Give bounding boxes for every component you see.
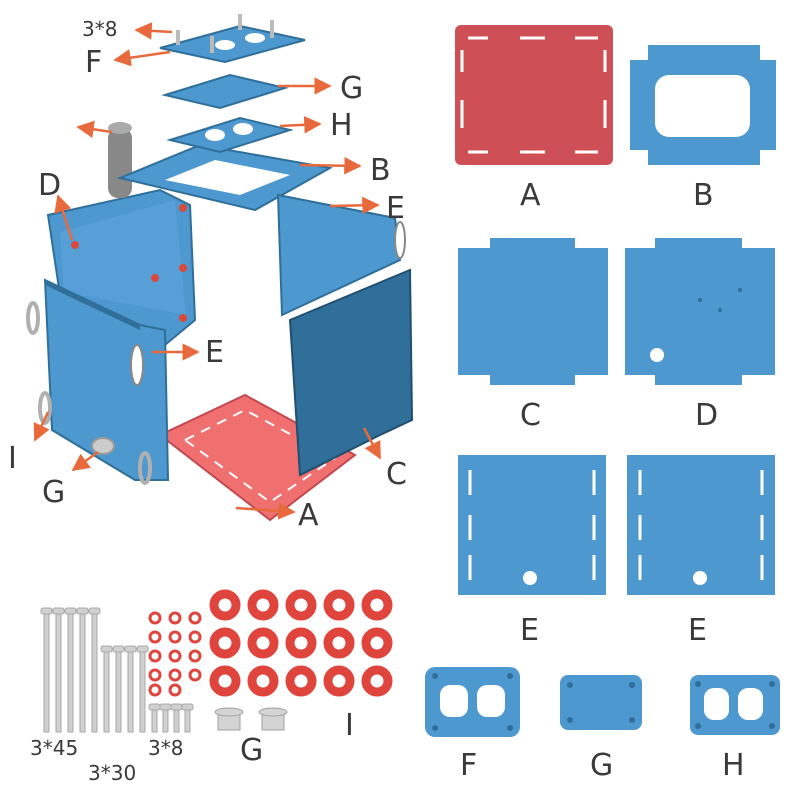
label-d-top: D — [38, 168, 61, 203]
assembly-plate-a — [158, 393, 357, 522]
label-c-side: C — [386, 457, 407, 492]
assembly-panel-e-right — [276, 193, 402, 317]
hex-nuts — [148, 611, 202, 697]
part-e-1-label: E — [520, 613, 539, 648]
part-d: D — [625, 238, 775, 433]
part-g-label: G — [590, 748, 613, 783]
part-e-1: E — [458, 455, 606, 648]
label-screw-3x45: 3*45 — [30, 736, 78, 760]
part-e-2: E — [627, 455, 775, 648]
label-a-bottom: A — [298, 498, 319, 533]
label-bushing-g: G — [240, 733, 263, 768]
part-d-label: D — [695, 398, 718, 433]
leader-arrows — [33, 22, 382, 520]
label-i-side: I — [8, 441, 17, 476]
part-c: C — [458, 238, 608, 433]
part-c-label: C — [520, 398, 541, 433]
part-h: H — [690, 675, 780, 783]
label-b-top: B — [370, 153, 391, 188]
assembly-plate-g — [161, 73, 289, 110]
assembly-post — [108, 128, 132, 198]
rubber-rings — [209, 589, 393, 697]
part-b-label: B — [693, 178, 714, 213]
screws-3x45 — [40, 607, 101, 733]
label-screw-3x30: 3*30 — [88, 761, 136, 785]
part-catalog: A B C D E — [425, 25, 780, 783]
label-screw-3x8: 3*8 — [148, 736, 183, 760]
label-g-top: G — [340, 71, 363, 106]
part-e-2-label: E — [688, 613, 707, 648]
assembly-panel-c — [288, 268, 414, 477]
label-e-right: E — [386, 191, 405, 226]
part-b: B — [630, 45, 776, 213]
part-f-label: F — [460, 748, 477, 783]
assembly-plate-h — [166, 116, 294, 154]
exploded-assembly: 3*8 F G H B D E E I G C A — [8, 14, 414, 533]
label-screw-3x8-top: 3*8 — [82, 17, 117, 41]
bushings — [214, 707, 288, 731]
part-a-label: A — [520, 178, 541, 213]
label-e-mid: E — [205, 335, 224, 370]
label-f-top: F — [85, 45, 102, 80]
part-g: G — [560, 675, 642, 783]
part-a: A — [455, 25, 613, 213]
label-h-top: H — [330, 108, 353, 143]
screws-3x30 — [100, 645, 149, 733]
label-rings-i: I — [345, 708, 354, 743]
screws-3x8 — [148, 703, 194, 733]
label-g-side: G — [42, 475, 65, 510]
part-h-label: H — [722, 748, 745, 783]
part-f: F — [425, 667, 520, 783]
hardware-kit: 3*45 3*30 3*8 G I — [30, 589, 393, 785]
